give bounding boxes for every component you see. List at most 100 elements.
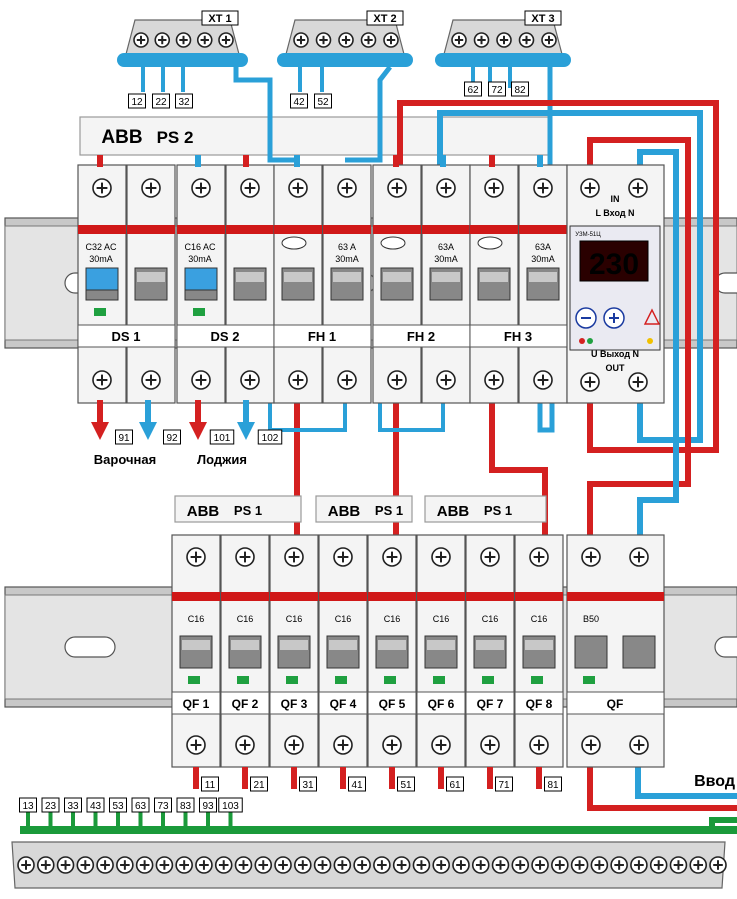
device-bottom-screw-icon	[92, 370, 112, 390]
pe-screw-icon	[353, 856, 371, 874]
terminal-block-name-box	[201, 10, 239, 26]
busbar-ps1-label: PS 1	[484, 503, 512, 518]
device-rating: 63A	[438, 242, 454, 252]
terminal-block-xt3: XT 3	[435, 10, 571, 67]
breaker-label: QF 7	[477, 697, 504, 711]
down-arrow-icon	[189, 422, 207, 440]
abb-logo: ABB	[101, 127, 142, 148]
relay-out-n-screw-icon	[628, 372, 648, 392]
breaker-out-label: 41	[348, 776, 366, 792]
device-top-screw-icon	[436, 178, 456, 198]
relay-led-red	[579, 338, 585, 344]
busbar-ps1-body	[315, 495, 413, 523]
device-label: DS 1	[112, 329, 141, 344]
breaker-label-box	[514, 691, 564, 715]
device-top-screw-icon	[288, 178, 308, 198]
wire-label-box	[128, 93, 146, 109]
device-top-screw-icon	[484, 178, 504, 198]
terminal-screw-icon	[175, 32, 192, 48]
relay-model: УЗМ-51Ц	[575, 232, 601, 238]
breaker-out-label: 21	[250, 776, 268, 792]
output-name-loggia: Лоджия	[197, 452, 247, 467]
wire-label-text: 33	[67, 801, 79, 812]
terminal-screw-icon	[541, 32, 557, 48]
wire-label-box	[131, 797, 150, 813]
breaker-out-label: 51	[397, 776, 415, 792]
terminal-screw-icon	[196, 32, 213, 48]
device-top-screw-icon	[337, 178, 357, 198]
breaker-bottom-screw-icon	[480, 735, 500, 755]
relay-out-u-screw-icon	[580, 372, 600, 392]
busbar-stub	[489, 155, 495, 167]
device-current: 30mA	[434, 254, 458, 264]
terminal-screw-icon	[154, 32, 171, 48]
pe-wire-stub	[228, 812, 233, 828]
relay-in-l-screw-icon	[580, 178, 600, 198]
device-top-screw-icon	[92, 178, 112, 198]
wire-label-text: 93	[202, 801, 214, 812]
xt-wire-label: 42	[290, 93, 308, 109]
device-blue-lever	[184, 267, 218, 291]
xt-wire-label: 32	[175, 93, 193, 109]
breaker-red-stripe	[221, 592, 269, 601]
pe-screw-icon	[56, 856, 75, 874]
breaker-lever-top	[280, 640, 308, 650]
xt-wire-label: 72	[488, 81, 506, 97]
wire-label-text: 92	[166, 433, 178, 444]
main-breaker-bottom-screw-icon	[629, 735, 649, 755]
device-label: DS 2	[211, 329, 240, 344]
breaker-red-stripe	[270, 592, 318, 601]
terminal-screw-icon	[293, 32, 309, 48]
breaker-rating: C16	[482, 614, 499, 624]
breaker-bottom-screw-icon	[529, 735, 549, 755]
pe-screw-icon	[689, 856, 708, 874]
device-red-stripe	[422, 225, 470, 234]
wire-label-box	[446, 776, 464, 792]
pe-screw-icon	[234, 856, 253, 874]
pe-wire-label: 93	[199, 797, 217, 813]
wire-label-text: 52	[317, 97, 329, 108]
breaker-status-indicator	[188, 676, 200, 684]
breaker-lever-top	[525, 640, 553, 650]
breaker-out-wire	[438, 767, 444, 789]
relay-out-red	[397, 100, 719, 453]
device-bottom-screw-icon	[288, 370, 308, 390]
breaker-bottom-screw-icon	[284, 735, 304, 755]
breaker-out-label: 11	[201, 776, 219, 792]
main-breaker-lever	[622, 635, 656, 669]
device-bottom-screw-icon	[387, 370, 407, 390]
pe-wire-stub	[71, 812, 75, 828]
device-lever-top	[529, 272, 557, 282]
wire-label-box	[209, 429, 235, 445]
breaker-lever-top	[231, 640, 259, 650]
xt-wire-label: 22	[152, 93, 170, 109]
device-red-stripe	[470, 225, 518, 234]
relay-led-yellow	[647, 338, 653, 344]
output-arrow-101	[189, 400, 207, 440]
device-blue-lever	[85, 267, 119, 291]
device-rating: 63 A	[338, 242, 356, 252]
device-red-stripe	[274, 225, 322, 234]
pe-screw-icon	[293, 856, 312, 874]
device-red-stripe	[519, 225, 567, 234]
pe-screw-icon	[373, 856, 391, 874]
pe-wire-stub	[26, 812, 30, 828]
wire-label-text: 101	[214, 433, 231, 444]
down-arrow-icon	[91, 422, 109, 440]
xt-wire-label: 12	[128, 93, 146, 109]
wire-label-text: 72	[491, 85, 503, 96]
device-current: 30mA	[188, 254, 212, 264]
wire-label-box	[348, 776, 366, 792]
main-breaker-screw-icon	[581, 547, 601, 567]
device-lever-top	[480, 272, 508, 282]
wire-label-box	[201, 776, 219, 792]
busbar-stub	[393, 155, 399, 167]
breaker-label-box	[367, 691, 417, 715]
device-top-screw-icon	[141, 178, 161, 198]
